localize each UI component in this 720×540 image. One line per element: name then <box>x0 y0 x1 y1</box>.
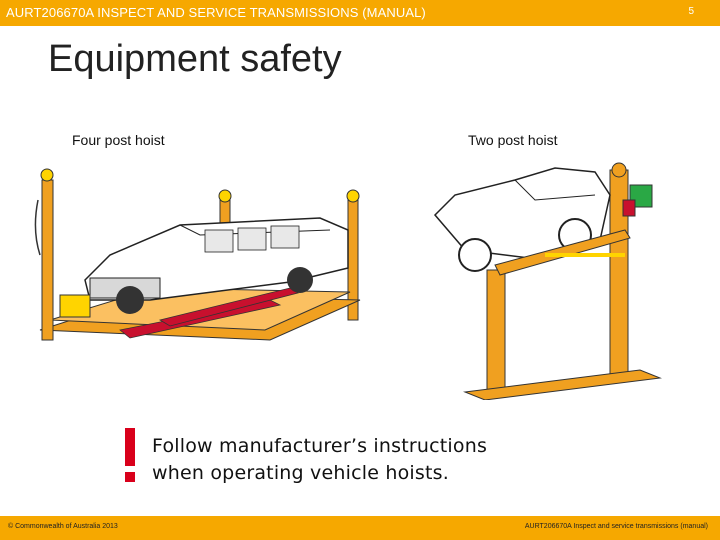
warning-line-1: Follow manufacturer’s instructions <box>152 435 488 457</box>
footer-course-title: AURT206670A Inspect and service transmis… <box>524 523 708 530</box>
copyright-notice: © Commonwealth of Australia 2013 <box>8 523 118 530</box>
two-post-hoist-label: Two post hoist <box>468 132 558 148</box>
four-post-hoist-illustration <box>34 168 361 341</box>
header-bar: AURT206670A INSPECT AND SERVICE TRANSMIS… <box>0 0 720 26</box>
course-title: AURT206670A INSPECT AND SERVICE TRANSMIS… <box>6 5 426 20</box>
two-post-hoist-illustration <box>433 162 662 400</box>
warning-message: Follow manufacturer’s instructions when … <box>152 433 487 487</box>
page-number: 5 <box>688 6 694 17</box>
four-post-hoist-label: Four post hoist <box>72 132 165 148</box>
footer-bar: © Commonwealth of Australia 2013 AURT206… <box>0 516 720 540</box>
exclamation-icon <box>125 428 135 482</box>
slide-title: Equipment safety <box>48 38 342 80</box>
warning-line-2: when operating vehicle hoists. <box>152 462 449 484</box>
